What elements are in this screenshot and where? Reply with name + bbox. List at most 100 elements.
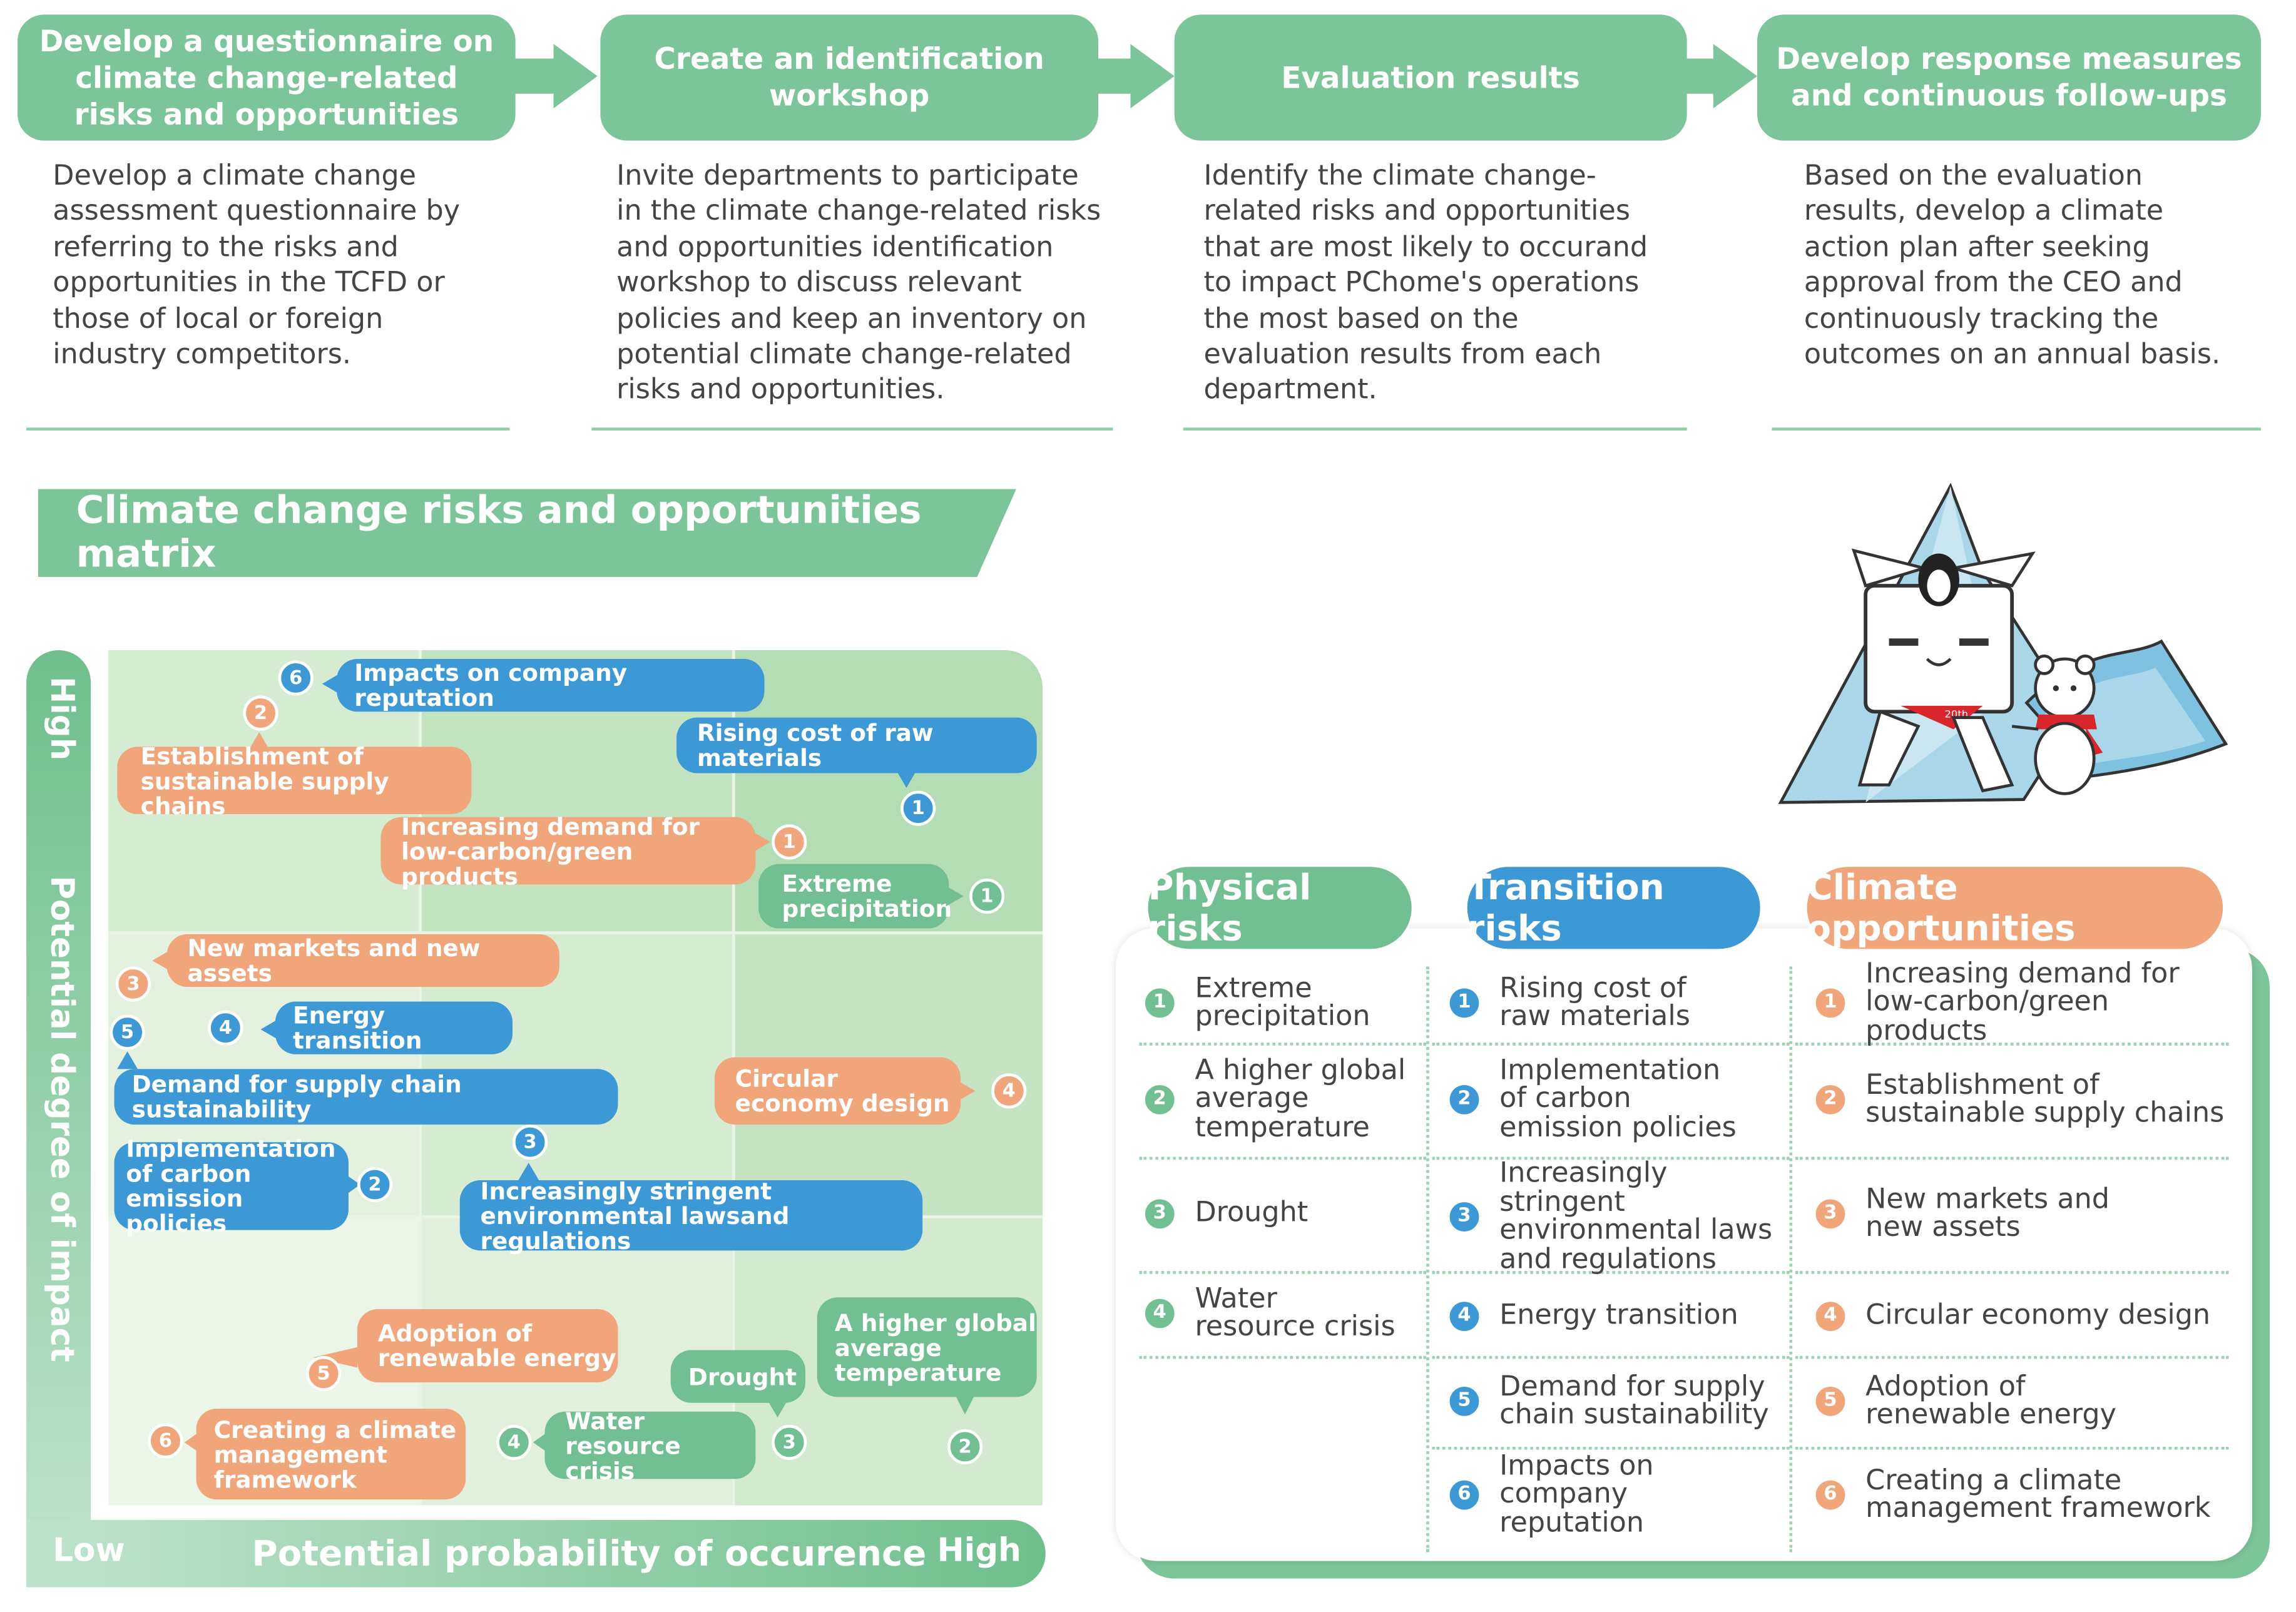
step-4-description: Based on the evaluation results, develop…	[1804, 160, 2221, 371]
x-axis-low-label: Low	[53, 1533, 125, 1570]
legend-transition-item: 1 Rising cost of raw materials	[1449, 966, 1787, 1039]
legend-item-text: Rising cost of raw materials	[1499, 971, 1690, 1033]
legend-transition-item: 4 Energy transition	[1449, 1283, 1787, 1350]
legend-transition-item: 5 Demand for supply chain sustainability	[1449, 1365, 1787, 1438]
legend-item-text: Adoption of renewable energy	[1865, 1370, 2116, 1431]
y-axis-high-label: High	[42, 676, 79, 761]
bubble-tail	[184, 1432, 200, 1453]
legend-row-divider	[1139, 1271, 1427, 1274]
legend-number-badge: 4	[1449, 1302, 1479, 1332]
flow-arrow-3	[1713, 44, 1757, 109]
x-axis-high-label: High	[937, 1533, 1021, 1570]
marker-opportunity-1: 1	[772, 824, 807, 860]
marker-opportunity-4: 4	[991, 1073, 1027, 1109]
legend-item-text: Establishment of sustainable supply chai…	[1865, 1068, 2225, 1130]
legend-row-divider	[1432, 1355, 1790, 1359]
step-1-divider	[26, 427, 510, 431]
legend-number-badge: 3	[1815, 1199, 1845, 1229]
legend-item-text: Creating a climate management framework	[1865, 1463, 2211, 1524]
y-axis-label: Potential degree of impact	[42, 875, 79, 1362]
bubble-tail	[345, 1174, 360, 1195]
legend-transition-item: 6 Impacts on company reputation	[1449, 1451, 1787, 1537]
marker-physical-2: 2	[947, 1429, 983, 1464]
legend-number-badge: 2	[1449, 1084, 1479, 1115]
bubble-implementation-of-carbon-emission-policies: Implementation of carbon emission polici…	[114, 1136, 349, 1236]
legend-opportunity-item: 3 New markets and new assets	[1815, 1177, 2241, 1250]
legend-physical-item: 2 A higher global average temperature	[1145, 1051, 1421, 1148]
bubble-increasingly-stringent-environmental-laws-and-regulations: Increasingly stringent environmental law…	[459, 1178, 923, 1253]
bubble-demand-for-supply-chain-sustainability: Demand for supply chain sustainability	[114, 1069, 618, 1125]
legend-number-badge: 3	[1145, 1199, 1175, 1229]
legend-number-badge: 4	[1145, 1298, 1175, 1329]
bubble-establishment-of-sustainable-supply-chains: Establishment of sustainable supply chai…	[117, 743, 472, 818]
bubble-rising-cost-of-raw-materials: Rising cost of raw materials	[676, 717, 1037, 773]
step-4-divider	[1772, 427, 2261, 431]
legend-row-divider	[1432, 1043, 1790, 1046]
bubble-tail	[117, 1051, 138, 1069]
legend-row-divider	[1432, 1446, 1790, 1450]
legend-item-text: New markets and new assets	[1865, 1182, 2110, 1243]
legend-transition-item: 2 Implementation of carbon emission poli…	[1449, 1051, 1787, 1148]
legend-number-badge: 2	[1145, 1084, 1175, 1115]
legend-number-badge: 1	[1815, 988, 1845, 1018]
legend-number-badge: 1	[1145, 988, 1175, 1018]
legend-header-transition-risks: Transition risks	[1467, 867, 1760, 949]
legend-number-badge: 1	[1449, 988, 1479, 1018]
step-3-description: Identify the climate change-related risk…	[1203, 160, 1648, 407]
step-1-description: Develop a climate change assessment ques…	[53, 160, 461, 371]
bubble-tail	[752, 832, 770, 852]
legend-row-divider	[1139, 1355, 1427, 1359]
legend-item-text: Drought	[1195, 1196, 1309, 1229]
legend-physical-item: 4 Water resource crisis	[1145, 1277, 1421, 1350]
legend-number-badge: 4	[1815, 1302, 1845, 1332]
x-axis-label: Potential probability of occurence	[252, 1533, 927, 1574]
flow-arrow-1	[553, 44, 598, 109]
legend-item-text: Increasingly stringent environmental law…	[1499, 1156, 1773, 1275]
marker-transition-4: 4	[208, 1010, 243, 1046]
legend-number-badge: 5	[1815, 1386, 1845, 1416]
marker-physical-3: 3	[772, 1424, 807, 1460]
legend-number-badge: 5	[1449, 1386, 1479, 1416]
step-4-title: Develop response measures and continuous…	[1757, 14, 2261, 141]
marker-transition-1: 1	[901, 790, 936, 826]
marker-opportunity-5: 5	[306, 1355, 342, 1391]
legend-header-physical-risks: Physical risks	[1148, 867, 1412, 949]
bubble-increasing-demand-for-low-carbon-green-products: Increasing demand for low-carbon/green p…	[380, 814, 756, 888]
legend-opportunity-item: 2 Establishment of sustainable supply ch…	[1815, 1063, 2241, 1136]
marker-transition-5: 5	[110, 1014, 145, 1050]
bubble-impacts-on-company-reputation: Impacts on company reputation	[337, 659, 765, 712]
bubble-creating-a-climate-management-framework: Creating a climate management framework	[196, 1409, 466, 1500]
legend-item-text: Implementation of carbon emission polici…	[1499, 1054, 1737, 1143]
legend-item-text: Energy transition	[1499, 1299, 1738, 1332]
marker-transition-2: 2	[357, 1166, 393, 1203]
legend-row-divider	[1795, 1355, 2229, 1359]
step-3-divider	[1183, 427, 1687, 431]
legend-column-divider	[1789, 966, 1793, 1553]
marker-physical-4: 4	[496, 1424, 532, 1460]
bubble-circular-economy-design: Circular economy design	[714, 1057, 961, 1125]
marker-transition-3: 3	[513, 1125, 548, 1160]
legend-row-divider	[1432, 1156, 1790, 1160]
legend-row-divider	[1139, 1043, 1427, 1046]
bubble-tail	[954, 1394, 976, 1415]
legend-opportunity-item: 4 Circular economy design	[1815, 1283, 2241, 1350]
legend-column-divider	[1426, 966, 1429, 1553]
legend-transition-item: 3 Increasingly stringent environmental l…	[1449, 1159, 1787, 1273]
legend-number-badge: 3	[1449, 1202, 1479, 1232]
legend-row-divider	[1795, 1271, 2229, 1274]
bubble-new-markets-and-new-assets: New markets and new assets	[166, 934, 559, 987]
bubble-tail	[322, 673, 340, 695]
legend-opportunity-item: 5 Adoption of renewable energy	[1815, 1365, 2241, 1438]
marker-opportunity-6: 6	[148, 1423, 183, 1459]
legend-row-divider	[1795, 1156, 2229, 1160]
bubble-tail	[518, 1162, 539, 1181]
y-axis-bar	[26, 650, 91, 1588]
legend-number-badge: 6	[1449, 1480, 1479, 1510]
bubble-drought: Drought	[670, 1350, 805, 1403]
bubble-tail	[957, 1080, 976, 1101]
legend-item-text: Circular economy design	[1865, 1299, 2211, 1332]
bubble-tail	[260, 1019, 278, 1040]
legend-item-text: Extreme precipitation	[1195, 971, 1370, 1033]
x-axis-bar	[26, 1519, 1046, 1588]
bubble-extreme-precipitation: Extreme precipitation	[758, 864, 952, 929]
